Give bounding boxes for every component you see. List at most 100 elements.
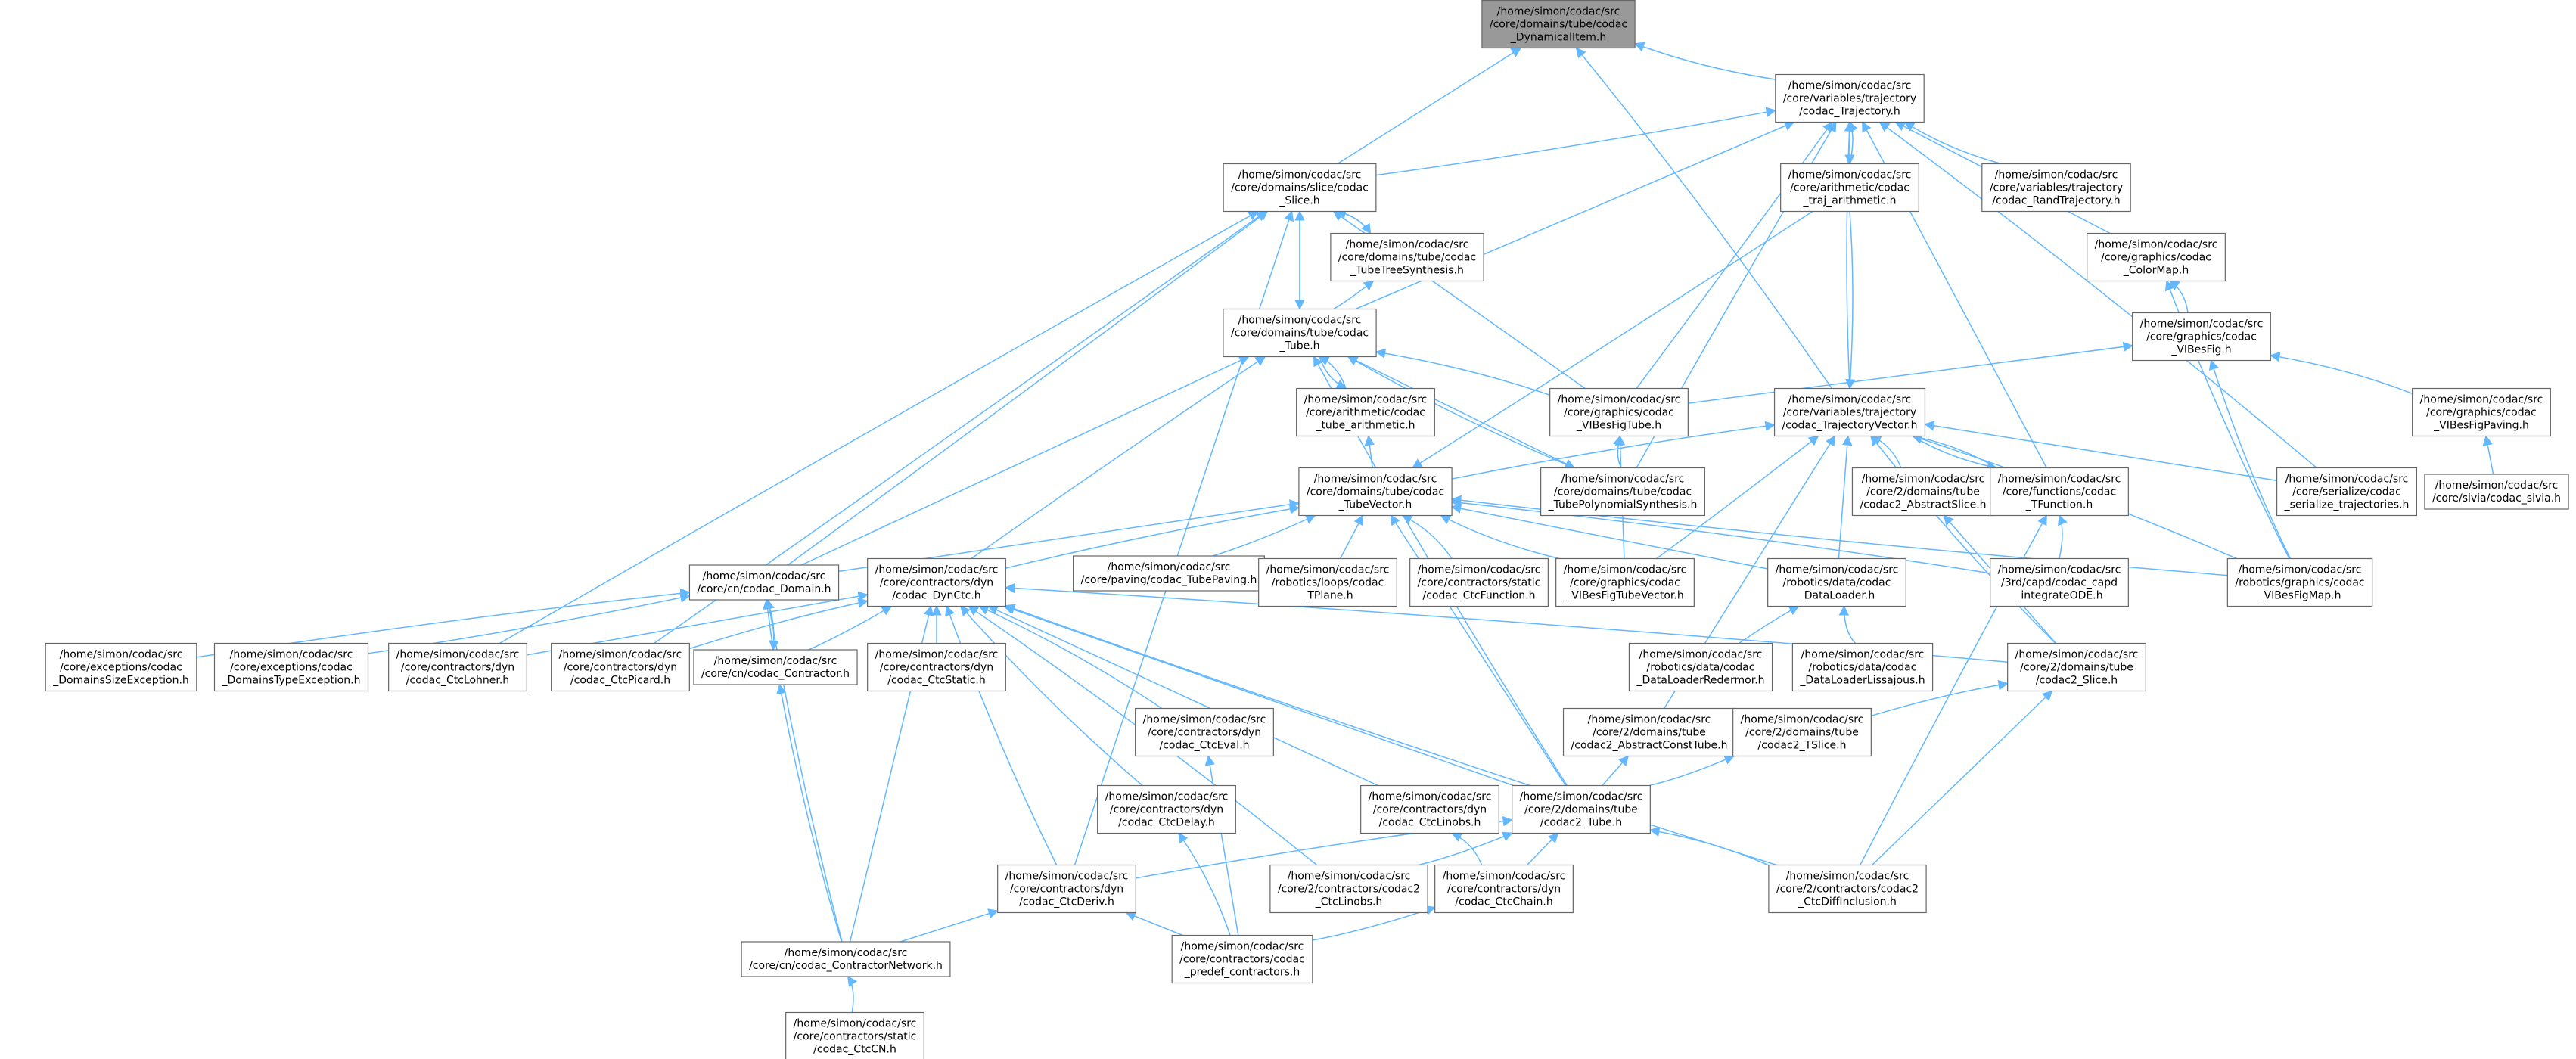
edge-ctcdelay-to-dynctc <box>960 605 1143 787</box>
node-box <box>1990 557 2129 607</box>
node-tfunction[interactable]: /home/simon/codac/src/core/functions/cod… <box>1990 467 2129 517</box>
node-tubearith[interactable]: /home/simon/codac/src/core/arithmetic/co… <box>1296 387 1435 437</box>
node-label-line: /core/graphics/codac <box>1564 407 1674 419</box>
edge-tube-to-traj <box>1355 121 1795 310</box>
edge-cteval-to-dynctc <box>978 605 1163 710</box>
node-trajvec[interactable]: /home/simon/codac/src/core/variables/tra… <box>1773 387 1926 437</box>
node-slice[interactable]: /home/simon/codac/src/core/domains/slice… <box>1223 163 1377 213</box>
node-ctcderiv[interactable]: /home/simon/codac/src/core/contractors/d… <box>997 864 1136 914</box>
node-lissajous[interactable]: /home/simon/codac/src/robotics/data/coda… <box>1791 642 1934 692</box>
node-abstractconsttube[interactable]: /home/simon/codac/src/core/2/domains/tub… <box>1562 707 1736 757</box>
node-label-line: /home/simon/codac/src <box>1238 169 1362 182</box>
node-label-line: _DataLoader.h <box>1798 590 1875 602</box>
node-label-line: _CtcLinobs.h <box>1315 896 1383 908</box>
node-label-line: _DynamicalItem.h <box>1510 32 1606 44</box>
node-label-line: /core/sivia/codac_sivia.h <box>2432 492 2561 505</box>
edge-contractor-to-dynctc <box>808 605 893 651</box>
node-colormap[interactable]: /home/simon/codac/src/core/graphics/coda… <box>2087 232 2226 282</box>
node-label-line: /home/simon/codac/src <box>396 649 520 661</box>
edge-redermor-to-dataloader <box>1739 605 1800 644</box>
edge-capd-to-tfunction <box>2058 514 2068 559</box>
node-vibesfigtube[interactable]: /home/simon/codac/src/core/graphics/coda… <box>1549 387 1689 437</box>
node-redermor[interactable]: /home/simon/codac/src/robotics/data/coda… <box>1628 642 1773 692</box>
node-label-line: _TubePolynomialSynthesis.h <box>1548 499 1698 511</box>
node-capd[interactable]: /home/simon/codac/src/3rd/capd/codac_cap… <box>1990 557 2129 607</box>
node-label-line: /home/simon/codac/src <box>1304 394 1428 406</box>
node-label-line: /home/simon/codac/src <box>1105 791 1229 803</box>
node-label-line: /home/simon/codac/src <box>1346 239 1469 251</box>
node-predef[interactable]: /home/simon/codac/src/core/contractors/c… <box>1171 934 1313 984</box>
node-ctcdelay[interactable]: /home/simon/codac/src/core/contractors/d… <box>1097 784 1236 834</box>
node-treesynth[interactable]: /home/simon/codac/src/core/domains/tube/… <box>1330 232 1484 282</box>
node-label-line: /core/cn/codac_ContractorNetwork.h <box>749 960 943 972</box>
edge-slice-to-treesynth <box>1336 210 1372 234</box>
node-tslice[interactable]: /home/simon/codac/src/core/2/domains/tub… <box>1732 707 1872 757</box>
node-ctcfunction[interactable]: /home/simon/codac/src/core/contractors/s… <box>1409 557 1549 607</box>
node-traj[interactable]: /home/simon/codac/src/core/variables/tra… <box>1775 73 1925 123</box>
node-label-line: /core/graphics/codac <box>2426 407 2537 419</box>
node-box <box>1298 467 1453 517</box>
node-label-line: _TPlane.h <box>1301 590 1353 602</box>
node-dynitem[interactable]: /home/simon/codac/src/core/domains/tube/… <box>1481 0 1636 49</box>
node-box <box>1171 934 1313 984</box>
node-label-line: _TubeTreeSynthesis.h <box>1350 265 1464 277</box>
node-tplane[interactable]: /home/simon/codac/src/robotics/loops/cod… <box>1258 557 1397 607</box>
node-sivia[interactable]: /home/simon/codac/src/core/sivia/codac_s… <box>2424 474 2569 510</box>
node-ctcchain[interactable]: /home/simon/codac/src/core/contractors/d… <box>1434 864 1574 914</box>
node-tube[interactable]: /home/simon/codac/src/core/domains/tube/… <box>1223 308 1377 358</box>
node-typeexc[interactable]: /home/simon/codac/src/core/exceptions/co… <box>213 642 369 692</box>
node-c2linobs[interactable]: /home/simon/codac/src/core/2/contractors… <box>1269 864 1428 914</box>
node-label-line: /home/simon/codac/src <box>1314 474 1437 486</box>
edge-tube-to-treesynth <box>1333 280 1375 310</box>
node-label-line: _VIBesFigMap.h <box>2258 590 2341 602</box>
node-vibesfig[interactable]: /home/simon/codac/src/core/graphics/coda… <box>2132 312 2271 362</box>
node-c2slice[interactable]: /home/simon/codac/src/core/2/domains/tub… <box>2007 642 2146 692</box>
node-dynctc[interactable]: /home/simon/codac/src/core/contractors/d… <box>867 557 1006 607</box>
node-sizeexc[interactable]: /home/simon/codac/src/core/exceptions/co… <box>45 642 197 692</box>
node-picard[interactable]: /home/simon/codac/src/core/contractors/d… <box>551 642 690 692</box>
edge-trajvec-to-tfunction <box>1912 435 1998 471</box>
node-ctcstatic[interactable]: /home/simon/codac/src/core/contractors/d… <box>867 642 1006 692</box>
node-box <box>2276 467 2418 517</box>
edge-c2tube-to-tubevec <box>1390 514 1567 786</box>
node-ctccn[interactable]: /home/simon/codac/src/core/contractors/s… <box>785 1011 924 1059</box>
node-randtraj[interactable]: /home/simon/codac/src/core/variables/tra… <box>1981 163 2131 213</box>
node-vibesfigmap[interactable]: /home/simon/codac/src/robotics/graphics/… <box>2226 557 2373 607</box>
node-box <box>1512 784 1651 834</box>
node-dataloader[interactable]: /home/simon/codac/src/robotics/data/coda… <box>1767 557 1906 607</box>
node-label-line: /home/simon/codac/src <box>1862 474 1985 486</box>
node-serialize[interactable]: /home/simon/codac/src/core/serialize/cod… <box>2276 467 2418 517</box>
node-label-line: /home/simon/codac/src <box>714 655 837 667</box>
node-label-line: _VIBesFigTubeVector.h <box>1565 590 1683 602</box>
node-lohner[interactable]: /home/simon/codac/src/core/contractors/d… <box>388 642 527 692</box>
node-label-line: /core/exceptions/codac <box>230 662 353 674</box>
node-c2tube[interactable]: /home/simon/codac/src/core/2/domains/tub… <box>1512 784 1651 834</box>
node-tubevec[interactable]: /home/simon/codac/src/core/domains/tube/… <box>1298 467 1453 517</box>
node-label-line: /core/domains/tube/codac <box>1307 486 1444 498</box>
node-label-line: /core/graphics/codac <box>2101 252 2211 264</box>
node-box <box>693 649 858 685</box>
node-tubepaving[interactable]: /home/simon/codac/src/core/paving/codac_… <box>1073 555 1265 592</box>
node-label-line: /core/cn/codac_Domain.h <box>697 583 831 595</box>
edge-ctccn-to-cn <box>847 975 858 1013</box>
node-cn[interactable]: /home/simon/codac/src/core/cn/codac_Cont… <box>741 941 951 977</box>
edge-c2slice-to-trajvec <box>1870 435 2056 644</box>
node-vibesfigtubevec[interactable]: /home/simon/codac/src/core/graphics/coda… <box>1555 557 1695 607</box>
node-abstractslice[interactable]: /home/simon/codac/src/core/2/domains/tub… <box>1851 467 1995 517</box>
node-c2diffincl[interactable]: /home/simon/codac/src/core/2/contractors… <box>1768 864 1927 914</box>
node-ctclinobs[interactable]: /home/simon/codac/src/core/contractors/d… <box>1360 784 1499 834</box>
node-label-line: /home/simon/codac/src <box>1788 394 1912 406</box>
edge-tfunction-to-trajvec <box>1911 433 1997 469</box>
node-trajarith[interactable]: /home/simon/codac/src/core/arithmetic/co… <box>1780 163 1919 213</box>
node-label-line: /robotics/loops/codac <box>1272 577 1384 589</box>
edge-serialize-to-trajvec <box>1924 421 2277 481</box>
node-box <box>1409 557 1549 607</box>
node-polysynth[interactable]: /home/simon/codac/src/core/domains/tube/… <box>1540 467 1705 517</box>
node-vibesfigpaving[interactable]: /home/simon/codac/src/core/graphics/coda… <box>2412 387 2551 437</box>
edge-abstractslice-to-trajvec <box>1870 435 1902 468</box>
node-contractor[interactable]: /home/simon/codac/src/core/cn/codac_Cont… <box>693 649 858 685</box>
node-cteval[interactable]: /home/simon/codac/src/core/contractors/d… <box>1135 707 1274 757</box>
node-label-line: /home/simon/codac/src <box>1564 564 1687 576</box>
node-domain[interactable]: /home/simon/codac/src/core/cn/codac_Doma… <box>688 564 840 601</box>
edge-vibesfigtube-to-vibesfig <box>1688 341 2133 404</box>
